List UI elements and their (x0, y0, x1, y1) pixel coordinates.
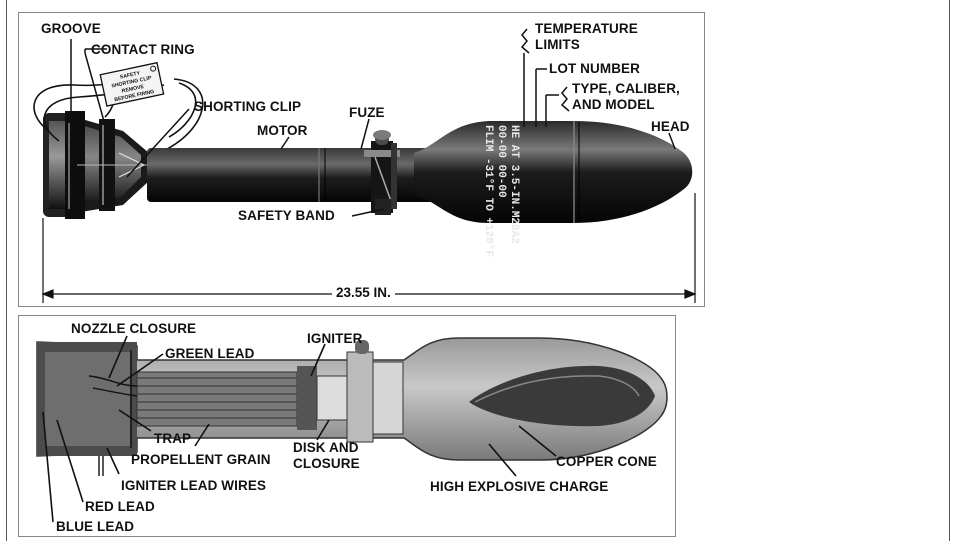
warhead: HE AT 3.5-IN.M28A2 00-00 00-00 FLIM -31°… (414, 121, 693, 257)
label-temperature-limits-2: LIMITS (535, 37, 580, 52)
label-green-lead: GREEN LEAD (165, 346, 255, 361)
top-leader-lines (70, 28, 676, 217)
label-temperature-limits-1: TEMPERATURE (535, 21, 638, 36)
label-igniter: IGNITER (307, 331, 363, 346)
safety-shorting-clip-tag: SAFETY SHORTING CLIP REMOVE BEFORE FIRIN… (99, 61, 165, 107)
motor-tube (147, 148, 437, 202)
cutaway-view-panel: NOZZLE CLOSURE GREEN LEAD IGNITER TRAP P… (18, 315, 676, 537)
label-nozzle-closure: NOZZLE CLOSURE (71, 321, 197, 336)
igniter-assembly (297, 340, 404, 443)
label-length: 23.55 IN. (332, 285, 395, 300)
copper-cone (469, 365, 655, 427)
external-view-panel: SAFETY SHORTING CLIP REMOVE BEFORE FIRIN… (18, 12, 705, 307)
label-head: HEAD (651, 119, 690, 134)
tail-fin-assembly (43, 111, 149, 219)
label-groove: GROOVE (41, 21, 101, 36)
propellent-grain (136, 371, 298, 427)
label-safety-band: SAFETY BAND (238, 208, 335, 223)
label-contact-ring: CONTACT RING (91, 42, 195, 57)
tag-line-3: REMOVE (121, 84, 145, 95)
lead-wires (88, 375, 138, 476)
label-disk-and-closure-1: DISK AND (293, 440, 359, 455)
label-type-caliber-model-1: TYPE, CALIBER, (572, 81, 680, 96)
rocket-external-drawing: SAFETY SHORTING CLIP REMOVE BEFORE FIRIN… (33, 28, 697, 303)
marking-temperature: FLIM -31°F TO +120°F (482, 125, 494, 257)
marking-lot-number: 00-00 00-00 (495, 125, 507, 198)
marking-type-caliber: HE AT 3.5-IN.M28A2 (508, 125, 520, 244)
label-igniter-lead-wires: IGNITER LEAD WIRES (121, 478, 267, 493)
bottom-leader-lines (42, 335, 557, 523)
label-shorting-clip: SHORTING CLIP (194, 99, 302, 114)
label-red-lead: RED LEAD (85, 499, 155, 514)
label-copper-cone: COPPER CONE (556, 454, 657, 469)
label-type-caliber-model-2: AND MODEL (572, 97, 655, 112)
page-frame (6, 0, 950, 541)
label-blue-lead: BLUE LEAD (56, 519, 135, 534)
rocket-cutaway-drawing (36, 335, 668, 523)
label-high-explosive-charge: HIGH EXPLOSIVE CHARGE (430, 479, 609, 494)
label-propellent-grain: PROPELLENT GRAIN (131, 452, 271, 467)
label-fuze: FUZE (349, 105, 385, 120)
label-lot-number: LOT NUMBER (549, 61, 640, 76)
label-disk-and-closure-2: CLOSURE (293, 456, 360, 471)
label-trap: TRAP (154, 431, 192, 446)
tag-line-1: SAFETY (119, 70, 141, 80)
fuze (364, 130, 400, 215)
label-motor: MOTOR (257, 123, 308, 138)
